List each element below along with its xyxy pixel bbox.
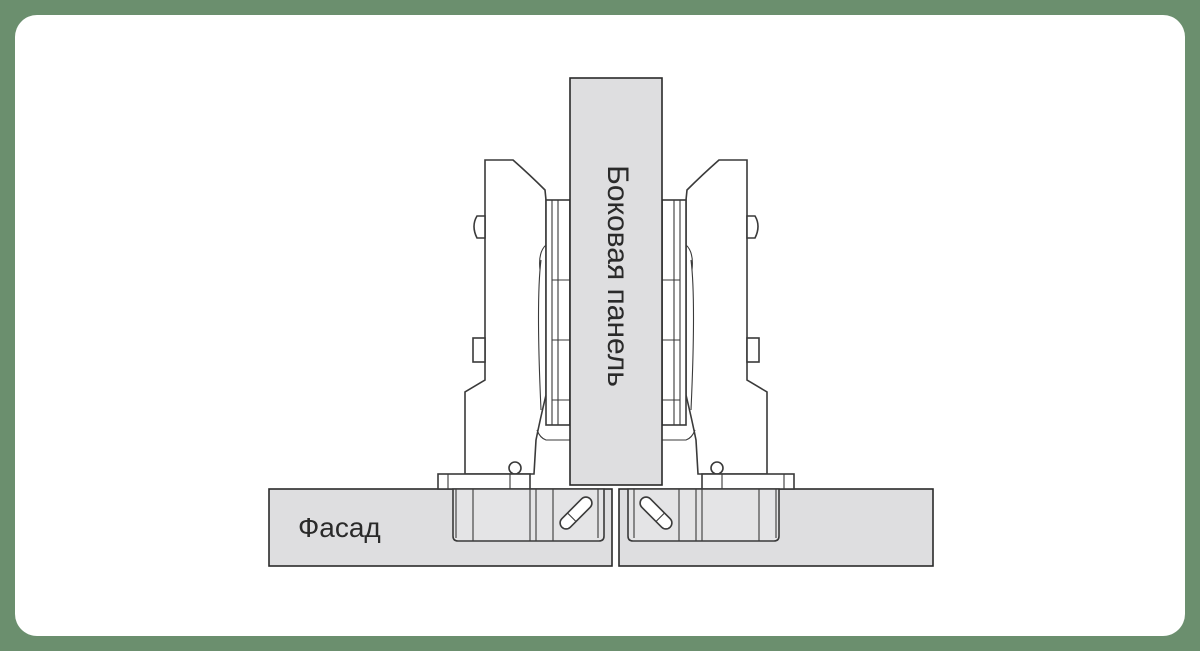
facade-label: Фасад — [298, 512, 381, 543]
side-panel-label: Боковая панель — [601, 165, 634, 387]
side-panel — [569, 77, 663, 486]
